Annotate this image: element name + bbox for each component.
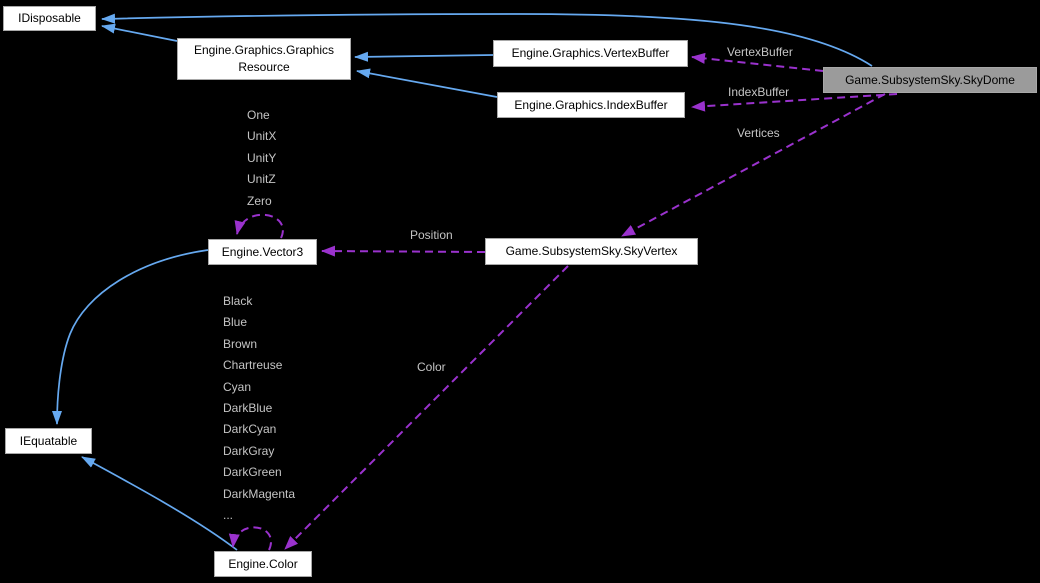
edge-color-self-loop — [228, 526, 272, 551]
edge-vector3-self-loop — [234, 213, 284, 239]
edge-label-vertices: Vertices — [737, 126, 780, 140]
edge-label-position: Position — [410, 228, 453, 242]
field-label: Brown — [223, 336, 258, 351]
field-label: DarkGreen — [223, 465, 282, 480]
node-sky-dome: Game.SubsystemSky.SkyDome — [823, 67, 1037, 93]
field-label: ... — [223, 508, 234, 523]
field-label: Black — [223, 294, 253, 308]
field-label: DarkMagenta — [223, 486, 296, 501]
field-label: One — [247, 108, 270, 122]
edge-skyvertex-to-color — [284, 265, 569, 550]
field-label: Zero — [247, 193, 272, 208]
node-graphics-resource[interactable]: Engine.Graphics.Graphics Resource — [177, 38, 351, 80]
edge-skyvertex-to-vector3 — [321, 245, 486, 257]
field-label: UnitX — [247, 129, 277, 144]
node-sky-vertex[interactable]: Game.SubsystemSky.SkyVertex — [485, 238, 698, 265]
edge-skydome-to-skyvertex — [621, 93, 886, 237]
node-vertex-buffer[interactable]: Engine.Graphics.VertexBuffer — [493, 40, 688, 67]
edge-indexbuffer-to-graphicsresource — [356, 68, 498, 98]
edge-vertexbuffer-to-graphicsresource — [354, 51, 494, 62]
edge-vector3-to-iequatable — [52, 249, 209, 425]
node-vector3[interactable]: Engine.Vector3 — [208, 239, 317, 265]
field-label: Blue — [223, 315, 248, 330]
edge-skydome-to-idisposable — [101, 13, 873, 67]
field-label: UnitZ — [247, 172, 276, 187]
edge-label-indexbuffer: IndexBuffer — [728, 85, 790, 99]
node-engine-color[interactable]: Engine.Color — [214, 551, 312, 577]
edge-graphicsresource-to-idisposable — [101, 23, 178, 42]
node-idisposable[interactable]: IDisposable — [3, 6, 96, 31]
field-label: UnitY — [247, 150, 277, 165]
field-label: Cyan — [223, 379, 252, 394]
node-index-buffer[interactable]: Engine.Graphics.IndexBuffer — [497, 92, 685, 118]
field-label: DarkBlue — [223, 401, 273, 416]
edge-skydome-to-indexbuffer — [691, 93, 898, 112]
edge-color-to-iequatable — [81, 456, 238, 551]
node-iequatable[interactable]: IEquatable — [5, 428, 92, 454]
field-label: DarkGray — [223, 443, 275, 458]
edge-skydome-to-vertexbuffer — [691, 52, 824, 72]
field-label: Chartreuse — [223, 358, 283, 373]
edge-label-vertexbuffer: VertexBuffer — [727, 45, 793, 59]
edge-label-color: Color — [417, 360, 446, 374]
field-label: DarkCyan — [223, 422, 277, 437]
